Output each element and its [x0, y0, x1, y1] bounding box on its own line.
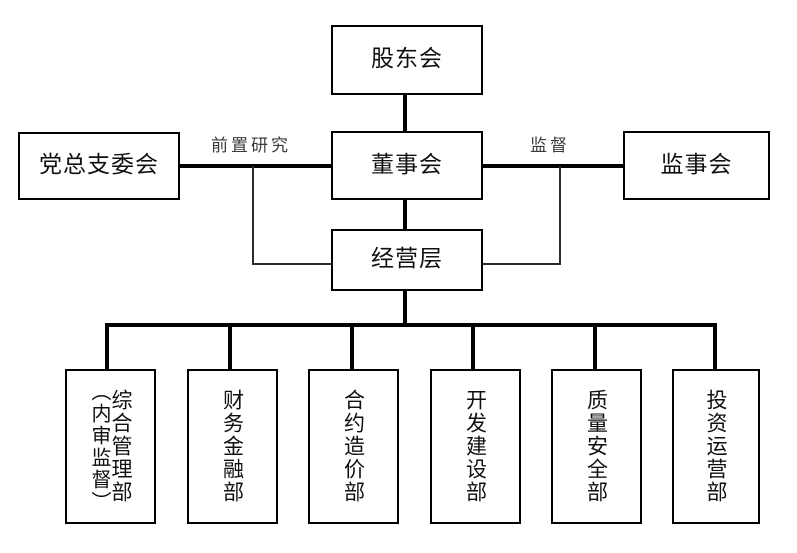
dept-box-5-main-label: 质量安全部	[584, 389, 609, 504]
node-board-of-supervisors[interactable]: 监事会	[623, 131, 770, 200]
dept-box-1[interactable]: 综合管理部 （内审监督）	[65, 369, 156, 524]
node-board-of-supervisors-label: 监事会	[660, 151, 733, 178]
node-board-of-directors-label: 董事会	[371, 151, 443, 178]
dept-box-2[interactable]: 财务金融部	[187, 369, 278, 524]
dept-box-3-main-label: 合约造价部	[341, 389, 366, 504]
department-bus-line	[105, 323, 717, 327]
connector-party-to-board	[180, 164, 333, 168]
dept-box-6-main-label: 投资运营部	[704, 389, 729, 504]
connector-shareholders-to-board	[403, 95, 407, 133]
drop-line-dept-4	[471, 323, 475, 371]
connector-management-to-bus	[403, 289, 407, 324]
connector-party-branch-horizontal	[252, 263, 333, 265]
dept-box-6[interactable]: 投资运营部	[672, 369, 760, 524]
connector-supervisors-branch-vertical	[559, 166, 561, 265]
dept-box-1-sub-label: （内审监督）	[87, 380, 112, 513]
node-shareholders-meeting-label: 股东会	[371, 46, 443, 73]
connector-board-to-supervisors	[481, 164, 625, 168]
drop-line-dept-2	[228, 323, 232, 371]
edge-label-supervision: 监督	[530, 136, 570, 156]
dept-box-4[interactable]: 开发建设部	[430, 369, 521, 524]
node-shareholders-meeting[interactable]: 股东会	[331, 25, 483, 95]
drop-line-dept-6	[713, 323, 717, 371]
node-party-branch-committee-label: 党总支委会	[39, 152, 159, 179]
dept-box-5[interactable]: 质量安全部	[551, 369, 642, 524]
connector-party-branch-vertical	[252, 166, 254, 265]
node-management-level-label: 经营层	[371, 246, 443, 273]
node-board-of-directors[interactable]: 董事会	[331, 131, 483, 200]
dept-box-1-main-label: 综合管理部	[109, 389, 134, 504]
node-management-level[interactable]: 经营层	[331, 229, 483, 291]
drop-line-dept-5	[593, 323, 597, 371]
dept-box-4-main-label: 开发建设部	[463, 389, 488, 504]
dept-box-3[interactable]: 合约造价部	[308, 369, 399, 524]
drop-line-dept-3	[350, 323, 354, 371]
edge-label-prior-research: 前置研究	[211, 136, 291, 156]
dept-box-2-main-label: 财务金融部	[220, 389, 245, 504]
connector-board-to-management	[403, 198, 407, 231]
connector-supervisors-branch-horizontal	[481, 263, 561, 265]
drop-line-dept-1	[105, 323, 109, 371]
node-party-branch-committee[interactable]: 党总支委会	[18, 132, 180, 200]
